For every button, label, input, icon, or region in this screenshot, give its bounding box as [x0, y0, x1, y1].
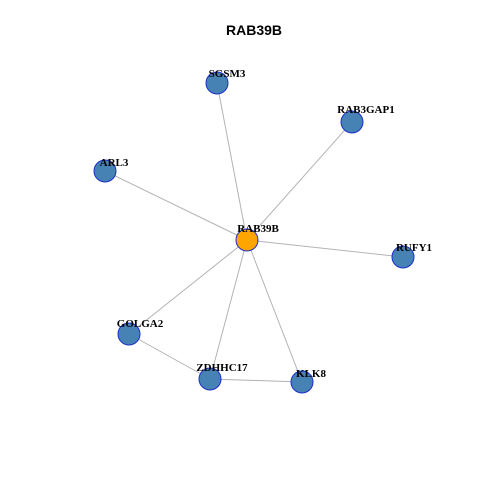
node-label-klk8: KLK8: [296, 368, 326, 380]
edges-layer: [104, 82, 404, 383]
node-label-zdhhc17: ZDHHC17: [196, 362, 248, 374]
node-zdhhc17[interactable]: [198, 367, 222, 391]
node-rab39b[interactable]: [235, 228, 259, 252]
edge-rab39b-arl3: [104, 170, 248, 241]
node-sgsm3[interactable]: [205, 71, 229, 95]
edge-zdhhc17-klk8: [209, 378, 303, 383]
node-label-rab3gap1: RAB3GAP1: [337, 104, 394, 116]
node-arl3[interactable]: [93, 159, 117, 183]
node-klk8[interactable]: [290, 370, 314, 394]
edge-rab39b-zdhhc17: [209, 239, 248, 380]
node-rufy1[interactable]: [391, 245, 415, 269]
labels-layer: RAB39B SGSM3RAB3GAP1ARL3RUFY1GOLGA2ZDHHC1…: [100, 68, 432, 380]
edge-rab39b-rab3gap1: [246, 121, 353, 241]
edge-golga2-zdhhc17: [128, 333, 211, 380]
node-label-rufy1: RUFY1: [396, 242, 432, 254]
edge-rab39b-golga2: [128, 239, 248, 335]
edge-rab39b-rufy1: [246, 239, 404, 258]
node-label-sgsm3: SGSM3: [209, 68, 246, 80]
node-label-golga2: GOLGA2: [117, 318, 164, 330]
node-label-rab39b: RAB39B: [237, 223, 279, 235]
graph-title: RAB39B: [226, 22, 282, 38]
node-label-arl3: ARL3: [100, 157, 129, 169]
edge-rab39b-klk8: [246, 239, 303, 383]
node-rab3gap1[interactable]: [340, 110, 364, 134]
nodes-layer: [93, 71, 415, 394]
node-golga2[interactable]: [117, 322, 141, 346]
edge-rab39b-sgsm3: [216, 82, 248, 241]
